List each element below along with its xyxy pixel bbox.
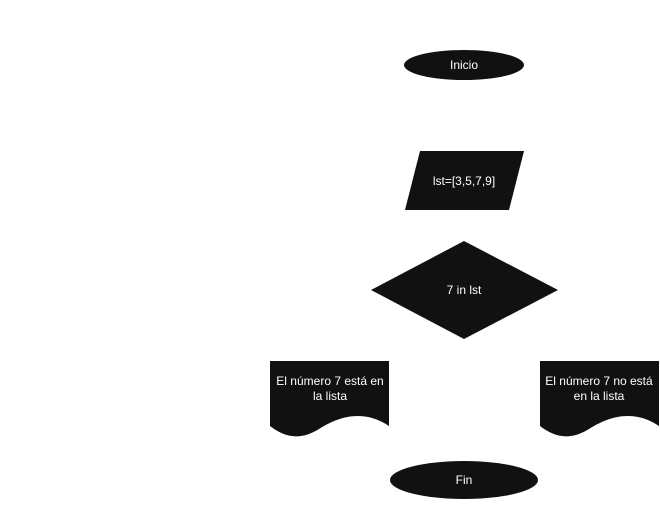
start-node: Inicio [404, 50, 524, 80]
start-terminator-shape [404, 50, 524, 80]
end-label: Fin [456, 473, 473, 487]
decision-node: 7 in lst [371, 241, 558, 339]
input-parallelogram-shape [405, 151, 524, 210]
input-label: lst=[3,5,7,9] [433, 174, 495, 188]
decision-label: 7 in lst [447, 283, 482, 297]
output-no-node: El número 7 no está en la lista [540, 361, 659, 437]
start-label: Inicio [450, 58, 478, 72]
output-yes-document-shape [270, 361, 389, 437]
end-terminator-shape [390, 461, 538, 499]
output-yes-node: El número 7 está en la lista [270, 361, 389, 437]
input-node: lst=[3,5,7,9] [405, 151, 524, 210]
output-no-document-shape [540, 361, 659, 437]
output-no-label-line2: en la lista [574, 389, 625, 403]
output-no-label-line1: El número 7 no está [545, 374, 653, 388]
output-yes-label-line1: El número 7 está en [276, 374, 383, 388]
end-node: Fin [390, 461, 538, 499]
output-yes-label-line2: la lista [313, 389, 347, 403]
decision-diamond-shape [371, 241, 558, 339]
